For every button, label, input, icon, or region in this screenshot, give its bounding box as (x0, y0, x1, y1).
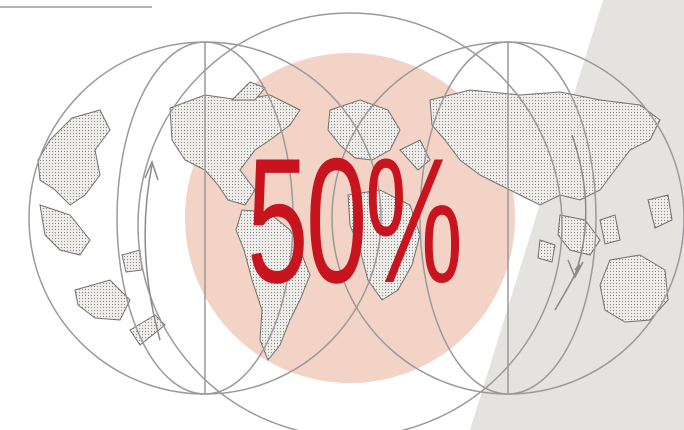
world-map-icon (37, 81, 673, 361)
headline-percentage: 50% (247, 121, 463, 320)
globe-outlines (28, 12, 684, 430)
center-globe (137, 12, 563, 430)
rotation-arrow-icon (144, 134, 587, 341)
